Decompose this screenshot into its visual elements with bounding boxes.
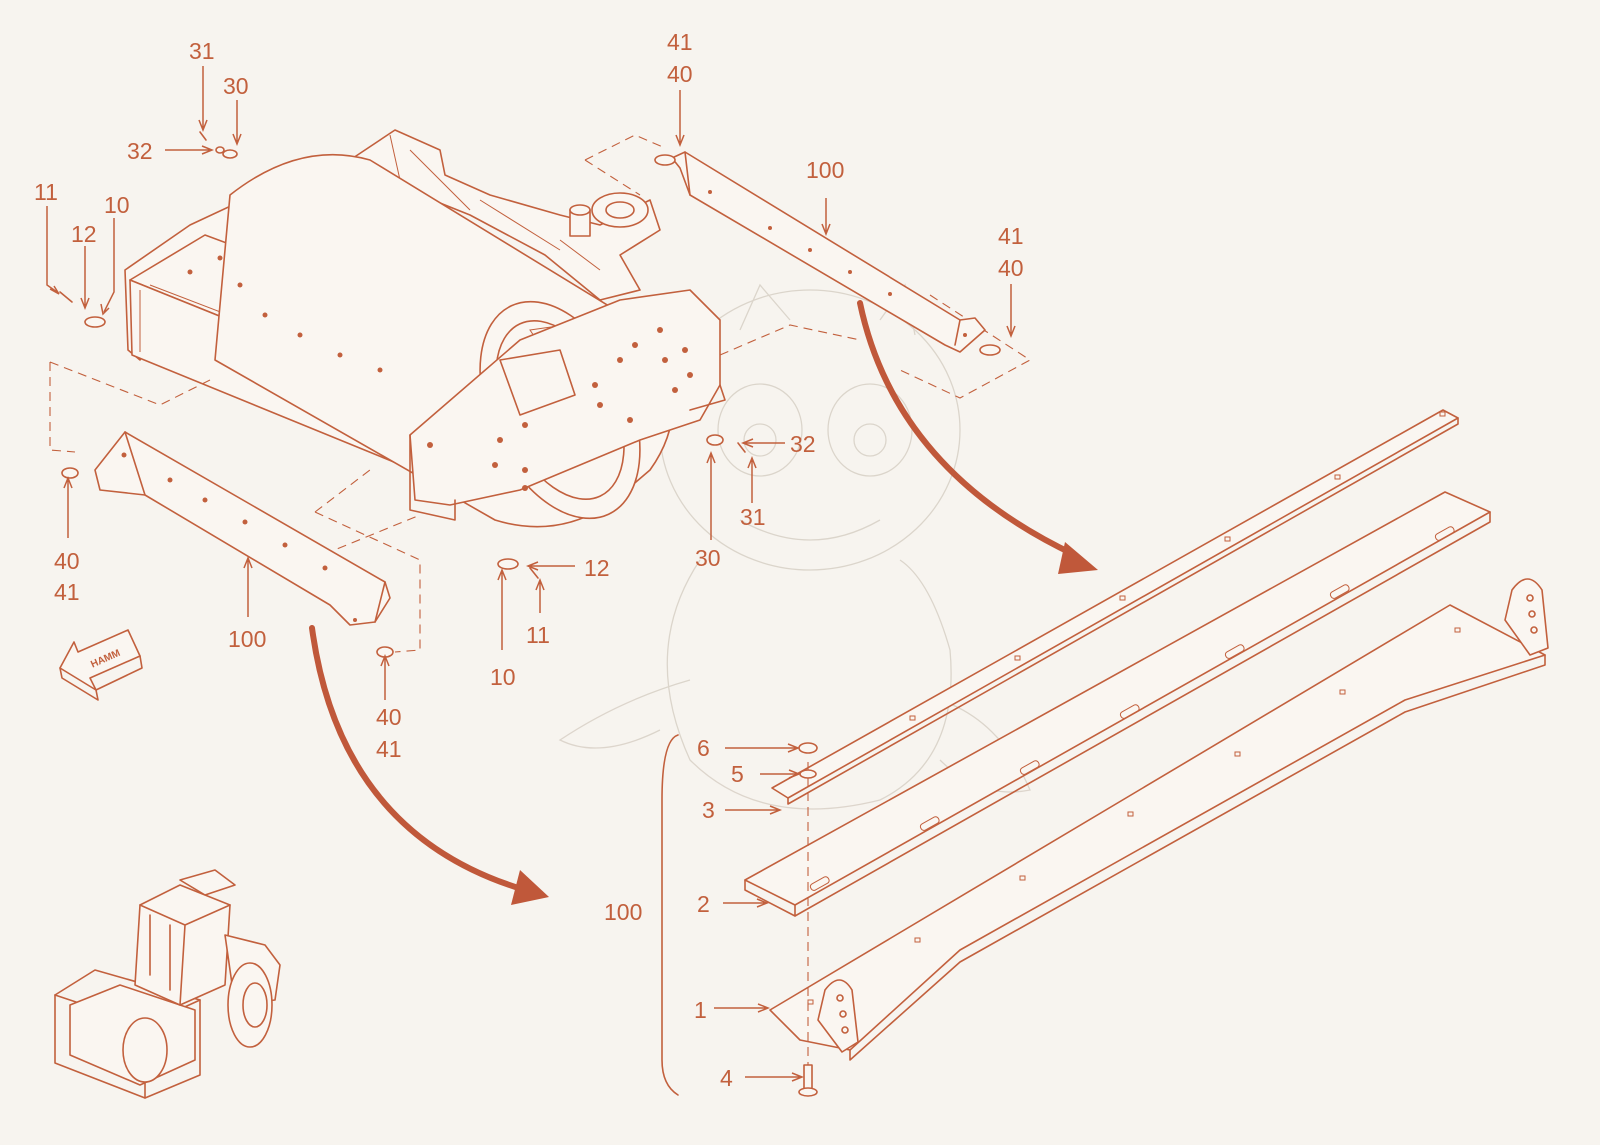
hamm-direction-arrow-icon: HAMM — [59, 629, 143, 701]
callout-31-mid: 31 — [740, 504, 766, 530]
detail-bracket-rear — [1504, 578, 1549, 656]
flow-arrow-lower — [309, 625, 549, 905]
hardware-fasteners — [59, 131, 1001, 658]
callout-10-bottom: 10 — [490, 664, 516, 690]
callout-4: 4 — [720, 1065, 733, 1091]
callout-41-lower-left: 41 — [54, 579, 80, 605]
lower-scraper-bar — [94, 431, 391, 626]
callout-1: 1 — [694, 997, 707, 1023]
callout-30-mid: 30 — [695, 545, 721, 571]
callout-100-upper: 100 — [806, 157, 844, 183]
callout-41-lower-right: 41 — [376, 736, 402, 762]
callout-10-left: 10 — [104, 192, 130, 218]
callout-30-top: 30 — [223, 73, 249, 99]
callout-40-lower-right: 40 — [376, 704, 402, 730]
callout-100-detail: 100 — [604, 899, 642, 925]
detail-group-bracket — [661, 734, 679, 1096]
leader-lines — [46, 66, 1016, 1082]
callout-5: 5 — [731, 761, 744, 787]
callout-12-left: 12 — [71, 221, 97, 247]
overview-wheel — [227, 962, 273, 1048]
callout-41-top: 41 — [667, 29, 693, 55]
alignment-dashes-right — [719, 324, 861, 356]
callout-11-bottom: 11 — [526, 622, 550, 648]
detail-fasteners — [798, 742, 818, 1097]
detail-part-3-strip — [771, 409, 1459, 805]
callout-32-top: 32 — [127, 138, 153, 164]
flow-arrow-upper — [857, 300, 1098, 574]
callout-40-right: 40 — [998, 255, 1024, 281]
detail-part-2-plate — [744, 491, 1491, 917]
callout-32-mid: 32 — [790, 431, 816, 457]
callout-40-lower-left: 40 — [54, 548, 80, 574]
detail-bracket-front — [817, 979, 859, 1053]
upper-scraper-bar — [671, 151, 986, 353]
callout-41-right: 41 — [998, 223, 1024, 249]
callout-100-lower: 100 — [228, 626, 266, 652]
alignment-dashes-left — [49, 361, 211, 453]
bolt-part-4 — [803, 1064, 813, 1091]
callout-40-top: 40 — [667, 61, 693, 87]
pivot-ring — [591, 192, 649, 228]
callout-3: 3 — [702, 797, 715, 823]
detail-part-1-scraper-base — [769, 578, 1549, 1061]
alignment-dashes-upper — [584, 134, 1032, 399]
callout-6: 6 — [697, 735, 710, 761]
drum-frame-assembly — [124, 129, 726, 528]
callout-11-left: 11 — [34, 179, 58, 205]
alignment-dashes-lower — [314, 469, 421, 653]
compactor-overview-icon — [54, 869, 281, 1099]
callout-31-top: 31 — [189, 38, 215, 64]
nut-part-6 — [798, 742, 818, 754]
washer-part-5 — [799, 769, 817, 779]
callout-12-bottom: 12 — [584, 555, 610, 581]
rear-chassis — [349, 129, 661, 301]
callout-2: 2 — [697, 891, 710, 917]
callout-labels: 31 30 32 11 12 10 41 40 100 41 40 32 31 … — [34, 29, 1024, 1091]
